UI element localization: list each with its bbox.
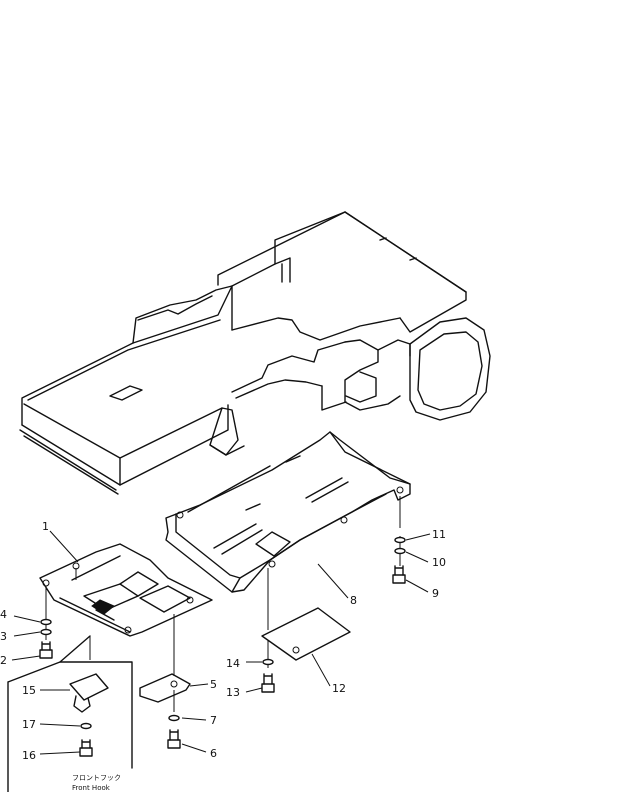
callout-11: 11 [432,528,446,541]
callout-8: 8 [350,594,357,607]
callout-5: 5 [210,678,217,691]
callout-14: 14 [226,657,240,670]
fasteners [39,536,406,749]
callout-17: 17 [22,718,36,731]
callout-3: 3 [0,630,7,643]
inset-caption-jp: フロントフック [72,774,121,782]
part-12-cover-plate [261,607,351,661]
leader-lines [11,530,431,755]
callout-13: 13 [226,686,240,699]
callout-6: 6 [210,747,217,760]
callout-10: 10 [432,556,446,569]
part-5-bracket [139,673,191,703]
callout-labels: 1 2 3 4 5 6 7 8 9 10 11 12 13 14 15 16 1… [0,520,446,762]
callout-15: 15 [22,684,36,697]
part-8-lower-cover [165,431,411,593]
part-1-front-plate [39,543,213,637]
main-frame-body [19,211,491,495]
inset-caption-en: Front Hook [72,784,111,792]
front-hook-inset [7,635,133,792]
callout-4: 4 [0,608,7,621]
callout-12: 12 [332,682,346,695]
callout-7: 7 [210,714,217,727]
callout-9: 9 [432,587,439,600]
callout-1: 1 [42,520,49,533]
callout-2: 2 [0,654,7,667]
callout-16: 16 [22,749,36,762]
